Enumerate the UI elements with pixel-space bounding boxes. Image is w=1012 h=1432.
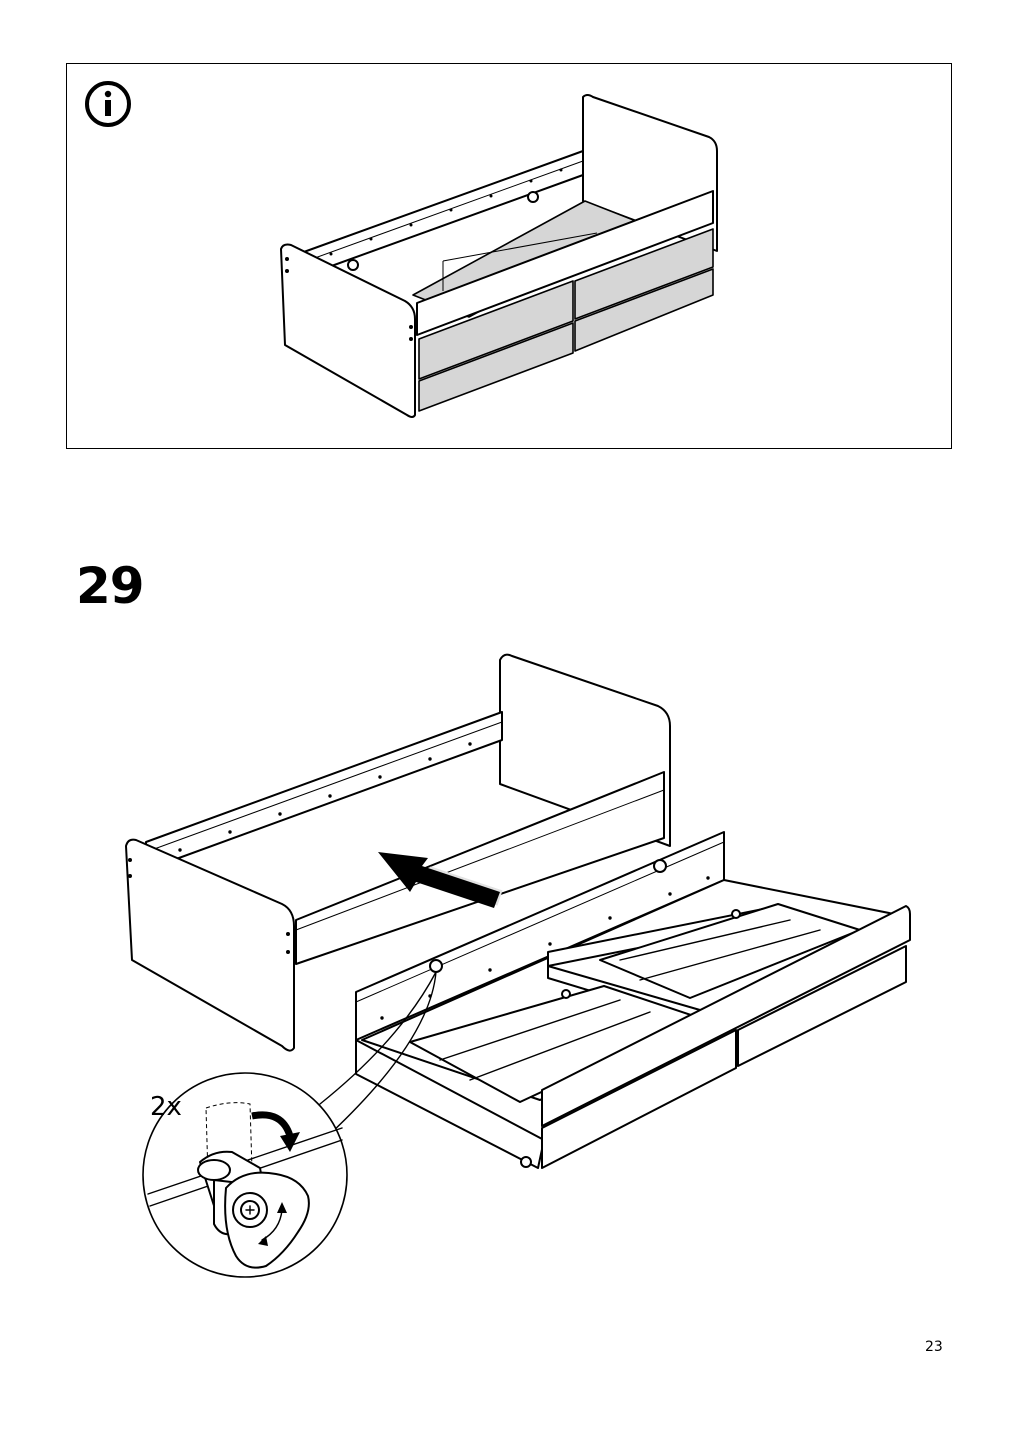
bed-with-drawers-illustration: [280, 94, 718, 418]
push-arrow-icon: [378, 852, 503, 908]
detail-fitting: [147, 1102, 343, 1269]
info-panel: [66, 63, 952, 449]
page-number: 23: [925, 1339, 943, 1355]
info-icon: [85, 81, 131, 127]
step-number: 29: [76, 557, 145, 615]
rotate-arrow-icon: [251, 1111, 300, 1152]
quantity-label: 2x: [150, 1092, 182, 1122]
step-illustration: [125, 653, 911, 1278]
